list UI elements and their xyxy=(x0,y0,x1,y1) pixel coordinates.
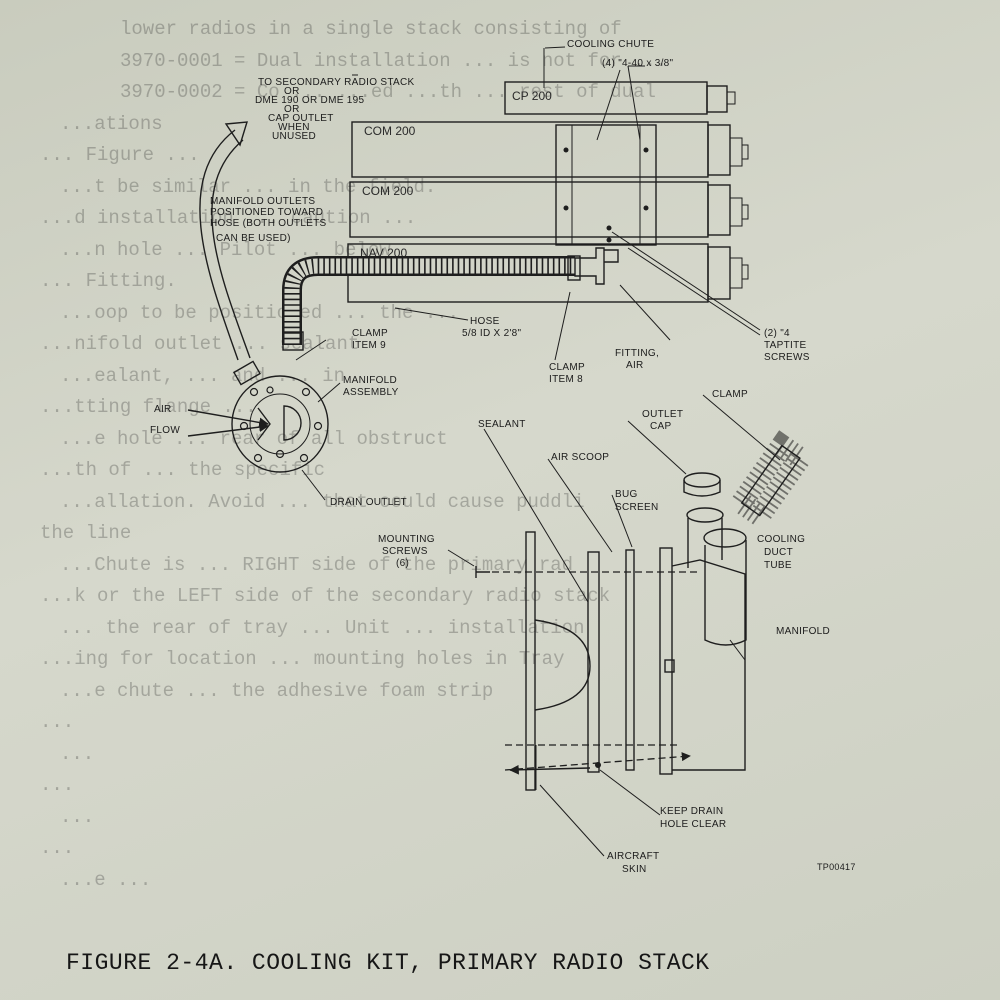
background-text-line: ... xyxy=(60,742,95,765)
label-secondary-stack-1: TO SECONDARY RADIO STACK xyxy=(258,77,415,88)
label-hose-2: 5/8 ID X 2'8" xyxy=(462,328,522,339)
figure-caption: FIGURE 2-4A. COOLING KIT, PRIMARY RADIO … xyxy=(66,950,710,976)
leader-lines xyxy=(295,46,781,857)
label-secondary-stack-5: CAP OUTLET xyxy=(268,113,334,124)
background-text-line: ... xyxy=(40,774,75,796)
label-air-flow-2: FLOW xyxy=(150,425,180,436)
label-clamp-item8-1: CLAMP xyxy=(549,362,585,373)
manifold-assembly xyxy=(187,360,329,473)
background-text-line: ... Fitting. xyxy=(40,270,177,292)
label-manifold-assembly-2: ASSEMBLY xyxy=(343,387,399,398)
background-text-line: ...ations xyxy=(60,112,163,135)
label-secondary-stack-6: WHEN xyxy=(278,122,310,133)
background-text-line: ... the rear of tray ... Unit ... instal… xyxy=(60,616,585,639)
cooling-chute xyxy=(555,124,657,246)
label-keep-drain-1: KEEP DRAIN xyxy=(660,806,723,817)
label-keep-drain-2: HOLE CLEAR xyxy=(660,819,726,830)
label-clamp-item9-1: CLAMP xyxy=(352,328,388,339)
label-secondary-stack-4: OR xyxy=(284,104,300,115)
label-cooling-chute: COOLING CHUTE xyxy=(567,39,654,50)
background-text-line: ...ealant, ... and ... in xyxy=(60,364,346,387)
label-sealant: SEALANT xyxy=(478,419,526,430)
callout-labels: COOLING CHUTE (4) "4-40 x 3/8" TO SECOND… xyxy=(150,39,856,875)
background-text-line: ... xyxy=(40,711,75,733)
background-text-line: ...n hole ... Pilot ... below xyxy=(60,238,391,261)
background-text-line: ...nifold outlet ... sealant xyxy=(40,333,360,355)
background-text-line: the line xyxy=(40,522,132,544)
background-text-line: ... Figure ... xyxy=(40,144,200,166)
label-mounting-screws-2: SCREWS xyxy=(382,546,428,557)
label-secondary-stack-7: UNUSED xyxy=(272,131,316,142)
label-cooling-duct-3: TUBE xyxy=(764,560,792,571)
label-clamp: CLAMP xyxy=(712,389,748,400)
label-cooling-duct-2: DUCT xyxy=(764,547,793,558)
label-mounting-screws-3: (6) xyxy=(396,558,409,569)
label-air-scoop: AIR SCOOP xyxy=(551,452,609,463)
background-text-line: ...k or the LEFT side of the secondary r… xyxy=(40,585,611,607)
unit-label-com200-upper: COM 200 xyxy=(364,124,416,138)
background-text-line: ...oop to be positioned ... the ... xyxy=(60,301,460,324)
radio-unit-com200-lower: COM 200 xyxy=(349,181,749,238)
label-outlet-cap-2: CAP xyxy=(650,421,671,432)
background-text-line: ...e chute ... the adhesive foam strip xyxy=(60,679,494,702)
label-clamp-item9-2: ITEM 9 xyxy=(352,340,386,351)
unit-label-cp200: CP 200 xyxy=(512,89,552,103)
label-aircraft-skin-2: SKIN xyxy=(622,864,647,875)
label-taptite-2: TAPTITE xyxy=(764,340,807,351)
background-text-line: ...d installation ... caution ... xyxy=(40,207,417,229)
label-aircraft-skin-1: AIRCRAFT xyxy=(607,851,659,862)
background-text-line: ...t be similar ... in the field. xyxy=(60,175,437,198)
label-ref-number: TP00417 xyxy=(817,862,856,872)
label-secondary-stack-3: DME 190 OR DME 195 xyxy=(255,95,364,106)
background-text-line: 3970-0001 = Dual installation ... is not… xyxy=(120,49,668,72)
label-fitting-air-2: AIR xyxy=(626,360,644,371)
label-taptite-3: SCREWS xyxy=(764,352,810,363)
background-text-line: ...allation. Avoid ... that could cause … xyxy=(60,490,585,513)
background-text-line: ...Chute is ... RIGHT side of the primar… xyxy=(60,553,574,576)
label-bug-screen-1: BUG xyxy=(615,489,638,500)
label-manifold-assembly-1: MANIFOLD xyxy=(343,375,397,386)
background-text-line: lower radios in a single stack consistin… xyxy=(120,18,622,40)
label-drain-outlet: DRAIN OUTLET xyxy=(330,497,407,508)
label-taptite-1: (2) "4 xyxy=(764,328,790,339)
label-manifold-outlets-1: MANIFOLD OUTLETS xyxy=(210,196,315,207)
label-fitting-air-1: FITTING, xyxy=(615,348,659,359)
secondary-stack-hose xyxy=(199,121,251,361)
label-outlet-cap-1: OUTLET xyxy=(642,409,683,420)
radio-stack: CP 200 COM 200 COM 200 NAV xyxy=(347,81,749,303)
radio-unit-cp200: CP 200 xyxy=(504,81,736,115)
label-screws-4-40: (4) "4-40 x 3/8" xyxy=(602,58,674,69)
label-cooling-duct-1: COOLING xyxy=(757,534,805,545)
label-manifold-outlets-3: HOSE (BOTH OUTLETS xyxy=(210,218,327,229)
background-text-line: ... xyxy=(40,837,75,859)
label-clamp-item8-2: ITEM 8 xyxy=(549,374,583,385)
label-mounting-screws-1: MOUNTING xyxy=(378,534,435,545)
label-manifold: MANIFOLD xyxy=(776,626,830,637)
label-bug-screen-2: SCREEN xyxy=(615,502,658,513)
label-air-flow-1: AIR xyxy=(154,404,172,415)
radio-unit-com200-upper: COM 200 xyxy=(351,121,749,178)
label-hose-1: HOSE xyxy=(470,316,500,327)
background-text-line: ...ing for location ... mounting holes i… xyxy=(40,648,565,670)
background-text-line: ...e ... xyxy=(60,868,152,891)
unit-label-com200-lower: COM 200 xyxy=(362,184,414,198)
label-manifold-outlets-4: CAN BE USED) xyxy=(216,233,291,244)
hose xyxy=(282,247,619,351)
background-text-line: 3970-0002 = Co ... ...ed ...th ... rest … xyxy=(120,81,656,103)
label-manifold-outlets-2: POSITIONED TOWARD xyxy=(210,207,323,218)
label-secondary-stack-2: OR xyxy=(284,86,300,97)
background-text-line: ... xyxy=(60,805,95,828)
scoop-assembly xyxy=(475,430,816,791)
